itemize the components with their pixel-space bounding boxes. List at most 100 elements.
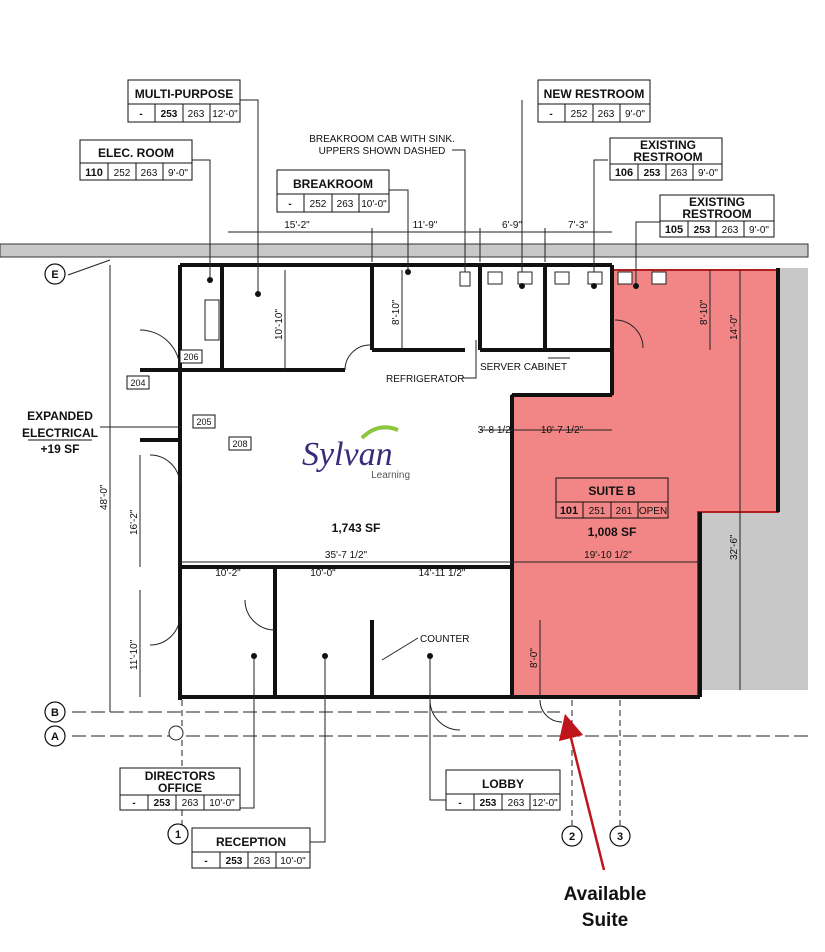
dim: 16'-2": [129, 509, 140, 535]
dimension-lines: [67, 99, 808, 843]
expanded-electrical-label: EXPANDED: [27, 409, 93, 423]
svg-text:263: 263: [254, 856, 271, 867]
svg-text:EXISTING: EXISTING: [689, 195, 745, 209]
dim: 11'-10": [129, 639, 140, 670]
dim: 48'-0": [99, 484, 110, 510]
dim: 10'-0": [310, 568, 336, 579]
svg-text:106: 106: [615, 167, 633, 179]
label-existing-restroom-106: EXISTING RESTROOM 106 253 263 9'-0": [609, 137, 723, 181]
svg-text:263: 263: [671, 168, 688, 179]
label-breakroom: BREAKROOM - 252 263 10'-0": [276, 169, 390, 213]
svg-text:263: 263: [722, 225, 739, 236]
neighbor-suite-area: [700, 268, 808, 690]
grid-label-3: 3: [617, 831, 623, 843]
svg-text:263: 263: [508, 798, 525, 809]
svg-text:-: -: [458, 798, 461, 809]
svg-text:ELEC. ROOM: ELEC. ROOM: [98, 146, 174, 160]
svg-text:+19 SF: +19 SF: [40, 442, 79, 456]
logo-sub: Learning: [371, 470, 410, 481]
svg-text:OPEN: OPEN: [639, 506, 667, 517]
dim: 10'-2": [215, 568, 241, 579]
svg-text:105: 105: [665, 224, 683, 236]
svg-text:NEW RESTROOM: NEW RESTROOM: [544, 87, 645, 101]
grid-label-2: 2: [569, 831, 575, 843]
exterior-wall-band: [0, 243, 809, 258]
grid-label-1: 1: [175, 829, 181, 841]
svg-text:EXISTING: EXISTING: [640, 138, 696, 152]
door-tags: 206 204 205 208: [126, 349, 252, 451]
dim: 6'-9": [502, 220, 522, 231]
svg-text:263: 263: [337, 199, 354, 210]
room-markers: [207, 269, 639, 659]
svg-text:263: 263: [182, 798, 199, 809]
breakroom-cab-note-2: UPPERS SHOWN DASHED: [319, 146, 446, 157]
label-elec-room: ELEC. ROOM 110 252 263 9'-0": [79, 139, 193, 181]
svg-text:10'-0": 10'-0": [361, 199, 387, 210]
door-swings: [139, 319, 644, 731]
sylvan-logo: Sylvan Learning: [302, 425, 410, 481]
dim: 8'-0": [529, 648, 540, 668]
grid-label-b: B: [51, 707, 59, 719]
walls: [140, 263, 780, 700]
svg-text:261: 261: [616, 506, 633, 517]
svg-text:9'-0": 9'-0": [168, 168, 188, 179]
dim: 19'-10 1/2": [584, 550, 632, 561]
svg-text:12'-0": 12'-0": [532, 798, 558, 809]
suite-b-area: 1,008 SF: [588, 525, 637, 539]
svg-text:251: 251: [589, 506, 606, 517]
svg-text:9'-0": 9'-0": [625, 109, 645, 120]
svg-text:9'-0": 9'-0": [749, 225, 769, 236]
svg-text:253: 253: [644, 168, 661, 179]
svg-text:101: 101: [560, 505, 578, 517]
svg-text:263: 263: [598, 109, 615, 120]
svg-text:252: 252: [571, 109, 588, 120]
door-tag: 204: [130, 378, 145, 388]
label-existing-restroom-105: EXISTING RESTROOM 105 253 263 9'-0": [659, 194, 775, 238]
logo-swoosh: [360, 425, 399, 440]
svg-text:253: 253: [161, 109, 178, 120]
label-suite-b: SUITE B 101 251 261 OPEN 1,008 SF: [555, 477, 669, 539]
dim: 8'-10": [391, 299, 402, 325]
label-multipurpose: MULTI-PURPOSE - 253 263 12'-0": [127, 79, 241, 123]
label-directors-office: DIRECTORS OFFICE - 253 263 10'-0": [119, 767, 241, 811]
svg-text:RESTROOM: RESTROOM: [682, 207, 751, 221]
dim: 8'-10": [699, 299, 710, 325]
svg-text:ELECTRICAL: ELECTRICAL: [22, 426, 98, 440]
logo-brand: Sylvan: [302, 436, 393, 473]
server-cabinet-label: SERVER CABINET: [480, 362, 567, 373]
available-suite-arrow: [558, 713, 606, 871]
main-area-label: 1,743 SF: [332, 521, 381, 535]
dim: 7'-3": [568, 220, 588, 231]
svg-text:BREAKROOM: BREAKROOM: [293, 177, 373, 191]
dim: 10'-7 1/2": [541, 425, 584, 436]
svg-text:10'-0": 10'-0": [209, 798, 235, 809]
dim: 15'-2": [284, 220, 310, 231]
svg-text:SUITE B: SUITE B: [588, 484, 636, 498]
svg-text:252: 252: [114, 168, 131, 179]
svg-text:263: 263: [141, 168, 158, 179]
dim: 10'-10": [274, 309, 285, 340]
door-tag: 205: [196, 417, 211, 427]
label-new-restroom: NEW RESTROOM - 252 263 9'-0": [537, 79, 651, 123]
dim: 35'-7 1/2": [325, 550, 368, 561]
plumbing-fixtures: [168, 271, 667, 741]
svg-text:-: -: [549, 109, 552, 120]
breakroom-cab-note: BREAKROOM CAB WITH SINK.: [309, 134, 455, 145]
dim: 14'-0": [729, 314, 740, 340]
available-suite-label: Available: [564, 884, 647, 905]
dim: 11'-9": [413, 220, 438, 231]
door-tag: 206: [183, 352, 198, 362]
svg-text:252: 252: [310, 199, 327, 210]
svg-text:9'-0": 9'-0": [698, 168, 718, 179]
grid-label-a: A: [51, 731, 59, 743]
svg-text:253: 253: [226, 856, 243, 867]
label-reception: RECEPTION - 253 263 10'-0": [191, 827, 311, 869]
label-lobby: LOBBY - 253 263 12'-0": [445, 769, 561, 811]
svg-text:110: 110: [85, 167, 103, 179]
svg-text:253: 253: [154, 798, 171, 809]
svg-text:RECEPTION: RECEPTION: [216, 835, 286, 849]
svg-text:OFFICE: OFFICE: [158, 781, 202, 795]
svg-text:-: -: [139, 109, 142, 120]
svg-text:10'-0": 10'-0": [280, 856, 306, 867]
svg-text:263: 263: [188, 109, 205, 120]
